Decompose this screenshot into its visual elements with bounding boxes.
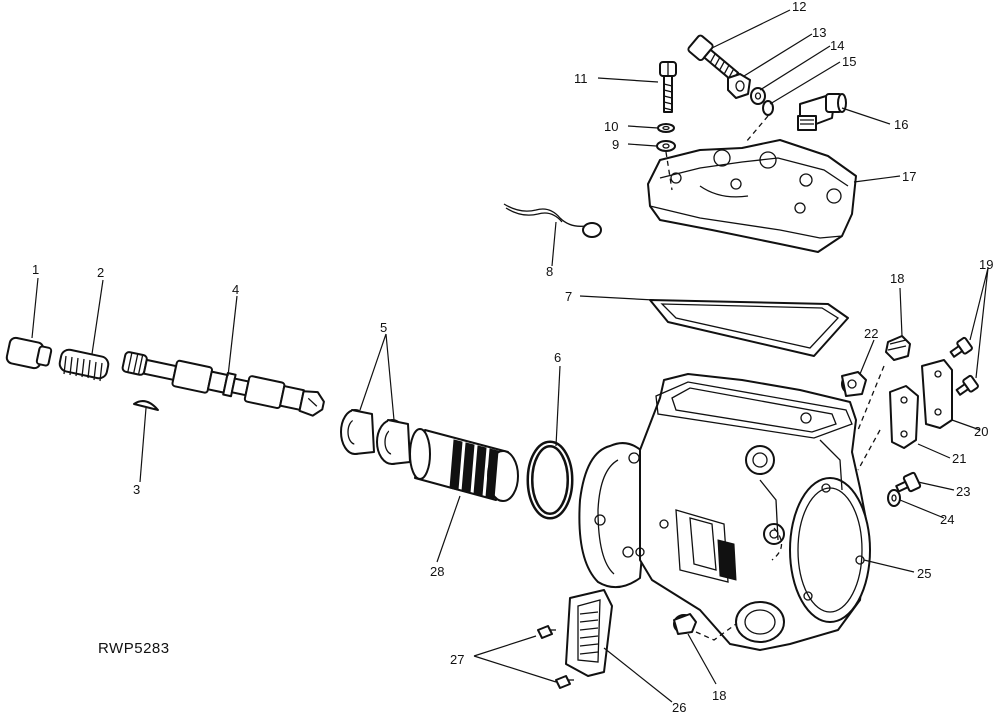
callout-14: 14 xyxy=(830,38,844,53)
callout-28: 28 xyxy=(430,564,444,579)
part-1-plug xyxy=(5,336,53,370)
part-2-spring xyxy=(58,348,110,382)
callout-6: 6 xyxy=(554,350,561,365)
part-8-wire-seal xyxy=(503,203,602,238)
callout-18-upper: 18 xyxy=(890,271,904,286)
callout-22: 22 xyxy=(864,326,878,341)
part-10-washer xyxy=(657,123,675,133)
part-4-shaft xyxy=(121,351,325,417)
part-24-washer xyxy=(887,489,901,507)
callout-10: 10 xyxy=(604,119,618,134)
callout-25: 25 xyxy=(917,566,931,581)
part-12-bolt xyxy=(687,34,740,82)
callout-24: 24 xyxy=(940,512,954,527)
part-21-gasket xyxy=(889,385,919,449)
part-20-plate xyxy=(921,359,953,429)
part-25-housing xyxy=(578,373,871,651)
part-14-washer xyxy=(750,87,766,105)
callout-11: 11 xyxy=(574,71,588,86)
part-16-elbow xyxy=(797,93,847,131)
reference-code: RWP5283 xyxy=(98,640,170,657)
assembly-lines xyxy=(665,115,885,641)
callout-20: 20 xyxy=(974,424,988,439)
part-28-sleeve xyxy=(409,428,519,502)
part-17-cover xyxy=(647,139,857,253)
callout-17: 17 xyxy=(902,169,916,184)
callout-5: 5 xyxy=(380,320,387,335)
callout-27: 27 xyxy=(450,652,464,667)
part-22-cap xyxy=(841,371,867,397)
part-9-washer xyxy=(656,140,676,152)
part-18-fitting-upper xyxy=(885,335,911,361)
leader-lines xyxy=(31,9,989,703)
part-26-scale-plate xyxy=(565,589,613,677)
callout-13: 13 xyxy=(812,25,826,40)
part-11-screw xyxy=(659,61,677,113)
part-6-o-ring xyxy=(526,440,574,520)
callout-7: 7 xyxy=(565,289,572,304)
callout-16: 16 xyxy=(894,117,908,132)
part-15-seal xyxy=(762,100,774,116)
callout-23: 23 xyxy=(956,484,970,499)
callout-9: 9 xyxy=(612,137,619,152)
callout-4: 4 xyxy=(232,282,239,297)
callout-18-lower: 18 xyxy=(712,688,726,703)
part-3-key xyxy=(133,400,159,411)
callout-12: 12 xyxy=(792,0,806,14)
callout-21: 21 xyxy=(952,451,966,466)
callout-15: 15 xyxy=(842,54,856,69)
part-7-gasket xyxy=(649,299,849,357)
part-18-plug-lower xyxy=(673,613,697,635)
callout-3: 3 xyxy=(133,482,140,497)
part-27-screws xyxy=(537,625,574,689)
part-19-screws xyxy=(949,336,979,396)
part-13-nut xyxy=(727,73,751,99)
part-23-screw xyxy=(895,471,922,493)
callout-19: 19 xyxy=(979,257,993,272)
callout-8: 8 xyxy=(546,264,553,279)
callout-26: 26 xyxy=(672,700,686,713)
callout-labels: 1 2 3 4 5 6 7 8 9 10 11 12 13 14 15 16 1… xyxy=(32,0,993,713)
part-5-seals xyxy=(340,409,411,465)
callout-1: 1 xyxy=(32,262,39,277)
callout-2: 2 xyxy=(97,265,104,280)
